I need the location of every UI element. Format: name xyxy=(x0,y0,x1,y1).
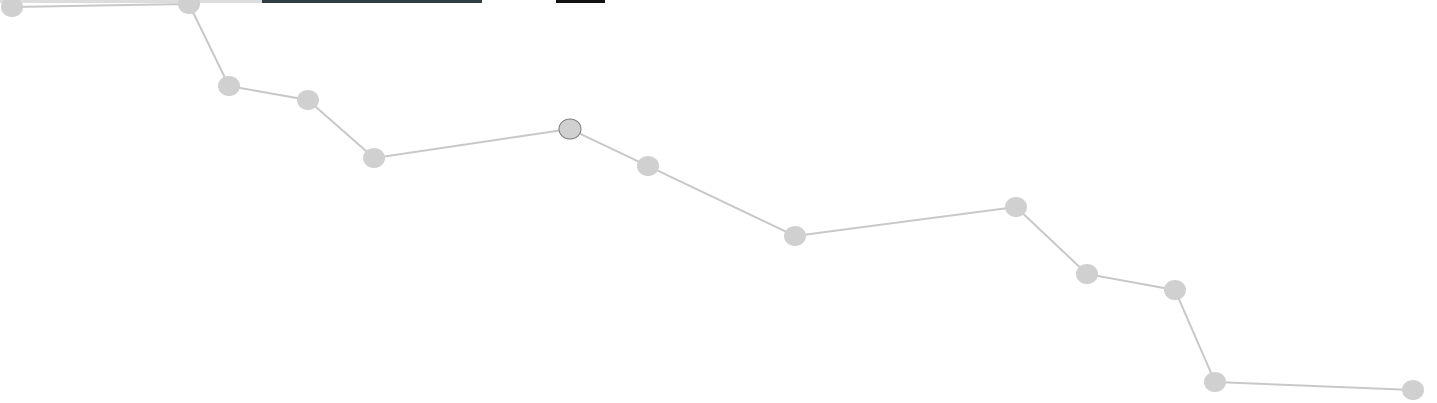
data-point[interactable] xyxy=(363,148,385,168)
data-point[interactable] xyxy=(1204,372,1226,392)
series-line xyxy=(11,3,1414,391)
data-point[interactable] xyxy=(297,90,319,110)
data-point[interactable] xyxy=(637,156,659,176)
data-point[interactable] xyxy=(1402,380,1424,400)
data-point[interactable] xyxy=(1164,280,1186,300)
series-line-layer xyxy=(11,3,1414,391)
data-point[interactable] xyxy=(784,226,806,246)
data-point[interactable] xyxy=(1076,264,1098,284)
data-point[interactable] xyxy=(1,0,23,17)
data-point[interactable] xyxy=(218,76,240,96)
data-point[interactable] xyxy=(558,118,582,140)
data-point[interactable] xyxy=(1005,197,1027,217)
data-point[interactable] xyxy=(178,0,200,14)
